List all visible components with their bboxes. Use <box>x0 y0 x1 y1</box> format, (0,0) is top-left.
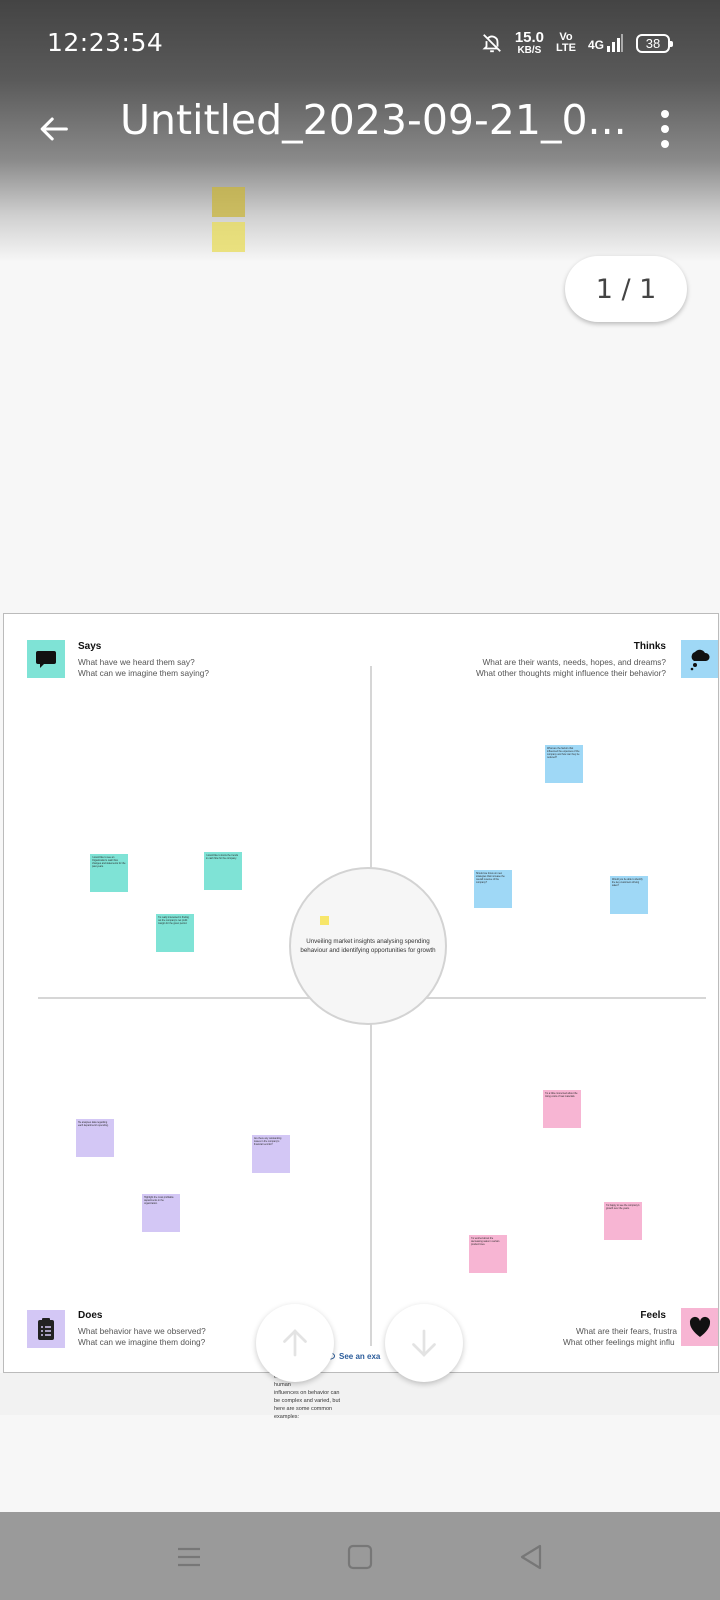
triangle-back-icon <box>520 1544 542 1570</box>
system-back-button[interactable] <box>506 1532 556 1582</box>
thought-cloud-icon <box>681 640 718 678</box>
signal-bars-icon <box>607 34 623 52</box>
does-prompt-1: What behavior have we observed? <box>78 1326 206 1336</box>
system-nav-bar <box>0 1512 720 1600</box>
document-title: Untitled_2023-09-21_0... <box>120 96 627 144</box>
scroll-up-button[interactable] <box>256 1304 334 1382</box>
arrow-left-icon <box>40 117 68 141</box>
back-button[interactable] <box>30 104 80 154</box>
thumbnail-notes <box>212 187 245 257</box>
more-options-button[interactable] <box>640 104 690 154</box>
sticky-note[interactable]: I'm a little concerned about the rising … <box>543 1090 581 1128</box>
home-button[interactable] <box>335 1532 385 1582</box>
does-title: Does <box>78 1310 103 1321</box>
feels-title: Feels <box>640 1310 666 1321</box>
feels-prompt-2: What other feelings might influ <box>563 1337 675 1347</box>
says-title: Says <box>78 641 102 652</box>
top-gradient <box>0 0 720 262</box>
page-indicator: 1 / 1 <box>565 256 687 322</box>
thinks-prompt-2: What other thoughts might influence thei… <box>475 668 666 678</box>
sticky-note[interactable]: He analyses data regarding each departme… <box>76 1119 114 1157</box>
app-bar: Untitled_2023-09-21_0... <box>0 88 720 168</box>
signal-indicator: 4G <box>588 34 624 52</box>
sticky-note[interactable]: Are there any outstanding issues in the … <box>252 1135 290 1173</box>
thinks-prompt-1: What are their wants, needs, hopes, and … <box>482 657 666 667</box>
center-sticky-note[interactable] <box>320 916 329 925</box>
sticky-note[interactable]: I'm worried about the decreasing sales i… <box>469 1235 507 1273</box>
sticky-note[interactable]: I would like to know the trends in cash … <box>204 852 242 890</box>
thinks-title: Thinks <box>633 641 666 652</box>
more-vertical-icon <box>661 110 669 118</box>
sticky-note[interactable]: I'm happy to see the company's growth ov… <box>604 1202 642 1240</box>
sticky-note[interactable]: Should we focus on new strategies that i… <box>474 870 512 908</box>
sticky-note[interactable]: I would like to see an Organization's ca… <box>90 854 128 892</box>
volte-indicator: Vo LTE <box>556 31 576 54</box>
scroll-down-button[interactable] <box>385 1304 463 1382</box>
arrow-up-icon <box>283 1329 307 1357</box>
center-topic[interactable]: Unveiling market insights analysing spen… <box>289 867 447 1025</box>
empathy-map-board[interactable]: Says What have we heard them say? What c… <box>3 613 719 1373</box>
battery-icon: 38 <box>636 33 673 53</box>
menu-lines-icon <box>178 1547 200 1567</box>
sticky-note[interactable]: Would you be able to identify the key cu… <box>610 876 648 914</box>
feels-prompt-1: What are their fears, frustra <box>576 1326 677 1336</box>
sticky-note[interactable]: I'm really interested in finding out the… <box>156 914 194 952</box>
status-icons: 15.0 KB/S Vo LTE 4G 38 <box>481 28 673 58</box>
network-type: 4G <box>587 38 604 52</box>
says-prompt-2: What can we imagine them saying? <box>78 668 209 678</box>
says-prompt-1: What have we heard them say? <box>78 657 195 667</box>
net-speed: 15.0 KB/S <box>514 29 545 56</box>
speech-bubble-icon <box>27 640 65 678</box>
does-prompt-2: What can we imagine them doing? <box>78 1337 206 1347</box>
heart-icon <box>681 1308 718 1346</box>
bell-off-icon <box>482 34 501 53</box>
recents-button[interactable] <box>164 1532 214 1582</box>
sticky-note[interactable]: Highlight the most profitable department… <box>142 1194 180 1232</box>
clipboard-icon <box>27 1310 65 1348</box>
status-bar: 12:23:54 15.0 KB/S Vo LTE 4G 38 <box>0 0 720 88</box>
square-icon <box>347 1544 373 1570</box>
clock: 12:23:54 <box>47 28 164 57</box>
board-bottom-strip <box>0 1373 720 1415</box>
arrow-down-icon <box>412 1329 436 1357</box>
sticky-note[interactable]: What are the factors that influenced the… <box>545 745 583 783</box>
